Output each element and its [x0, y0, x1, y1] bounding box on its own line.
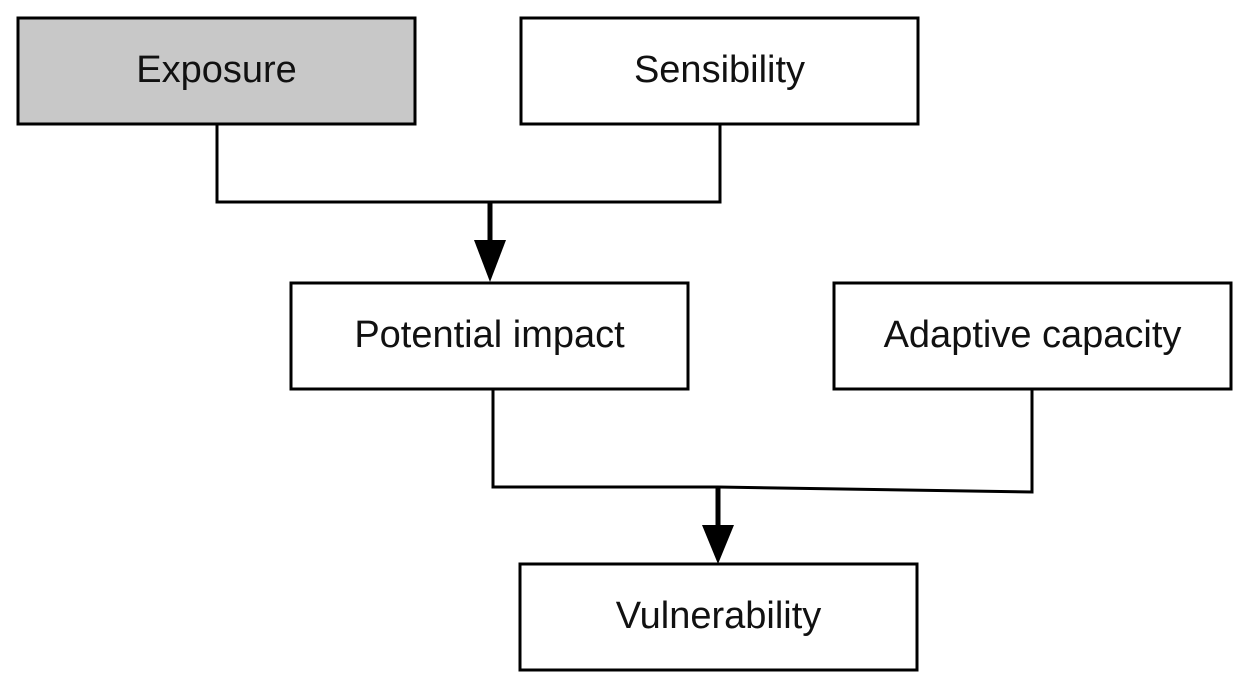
node-adaptive-capacity-box — [832, 281, 1233, 391]
node-potential-impact-label: Potential impact — [354, 314, 625, 356]
node-adaptive-capacity: Adaptive capacity — [832, 281, 1233, 391]
node-exposure: Exposure — [16, 16, 417, 126]
arrowhead-down-icon — [474, 240, 506, 282]
node-potential-impact: Potential impact — [289, 281, 690, 391]
node-exposure-box — [16, 16, 417, 126]
arrowhead-down-icon — [702, 525, 734, 564]
node-vulnerability: Vulnerability — [518, 562, 919, 672]
node-adaptive-capacity-label: Adaptive capacity — [884, 314, 1182, 356]
merge-connector-top — [215, 124, 722, 282]
node-exposure-label: Exposure — [136, 49, 297, 91]
node-sensibility: Sensibility — [519, 16, 920, 126]
merge-connector-bottom — [491, 389, 1034, 564]
node-sensibility-box — [519, 16, 920, 126]
node-potential-impact-box — [289, 281, 690, 391]
node-vulnerability-box — [518, 562, 919, 672]
node-sensibility-label: Sensibility — [634, 49, 805, 91]
node-vulnerability-label: Vulnerability — [616, 595, 822, 637]
